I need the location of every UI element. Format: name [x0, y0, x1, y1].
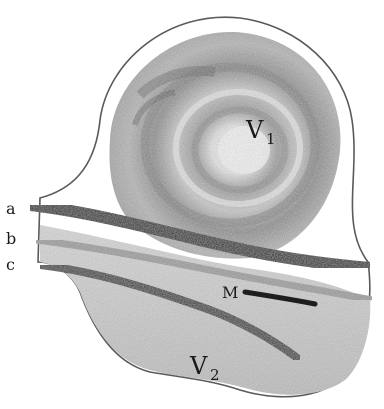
label-v1: V — [245, 116, 264, 144]
label-v1-subscript: 1 — [266, 130, 276, 148]
label-c: c — [6, 255, 15, 274]
label-v2: V — [189, 352, 208, 380]
label-m: M — [222, 283, 238, 302]
label-b: b — [6, 229, 16, 248]
label-v2-subscript: 2 — [210, 366, 220, 384]
label-a: a — [6, 199, 16, 218]
